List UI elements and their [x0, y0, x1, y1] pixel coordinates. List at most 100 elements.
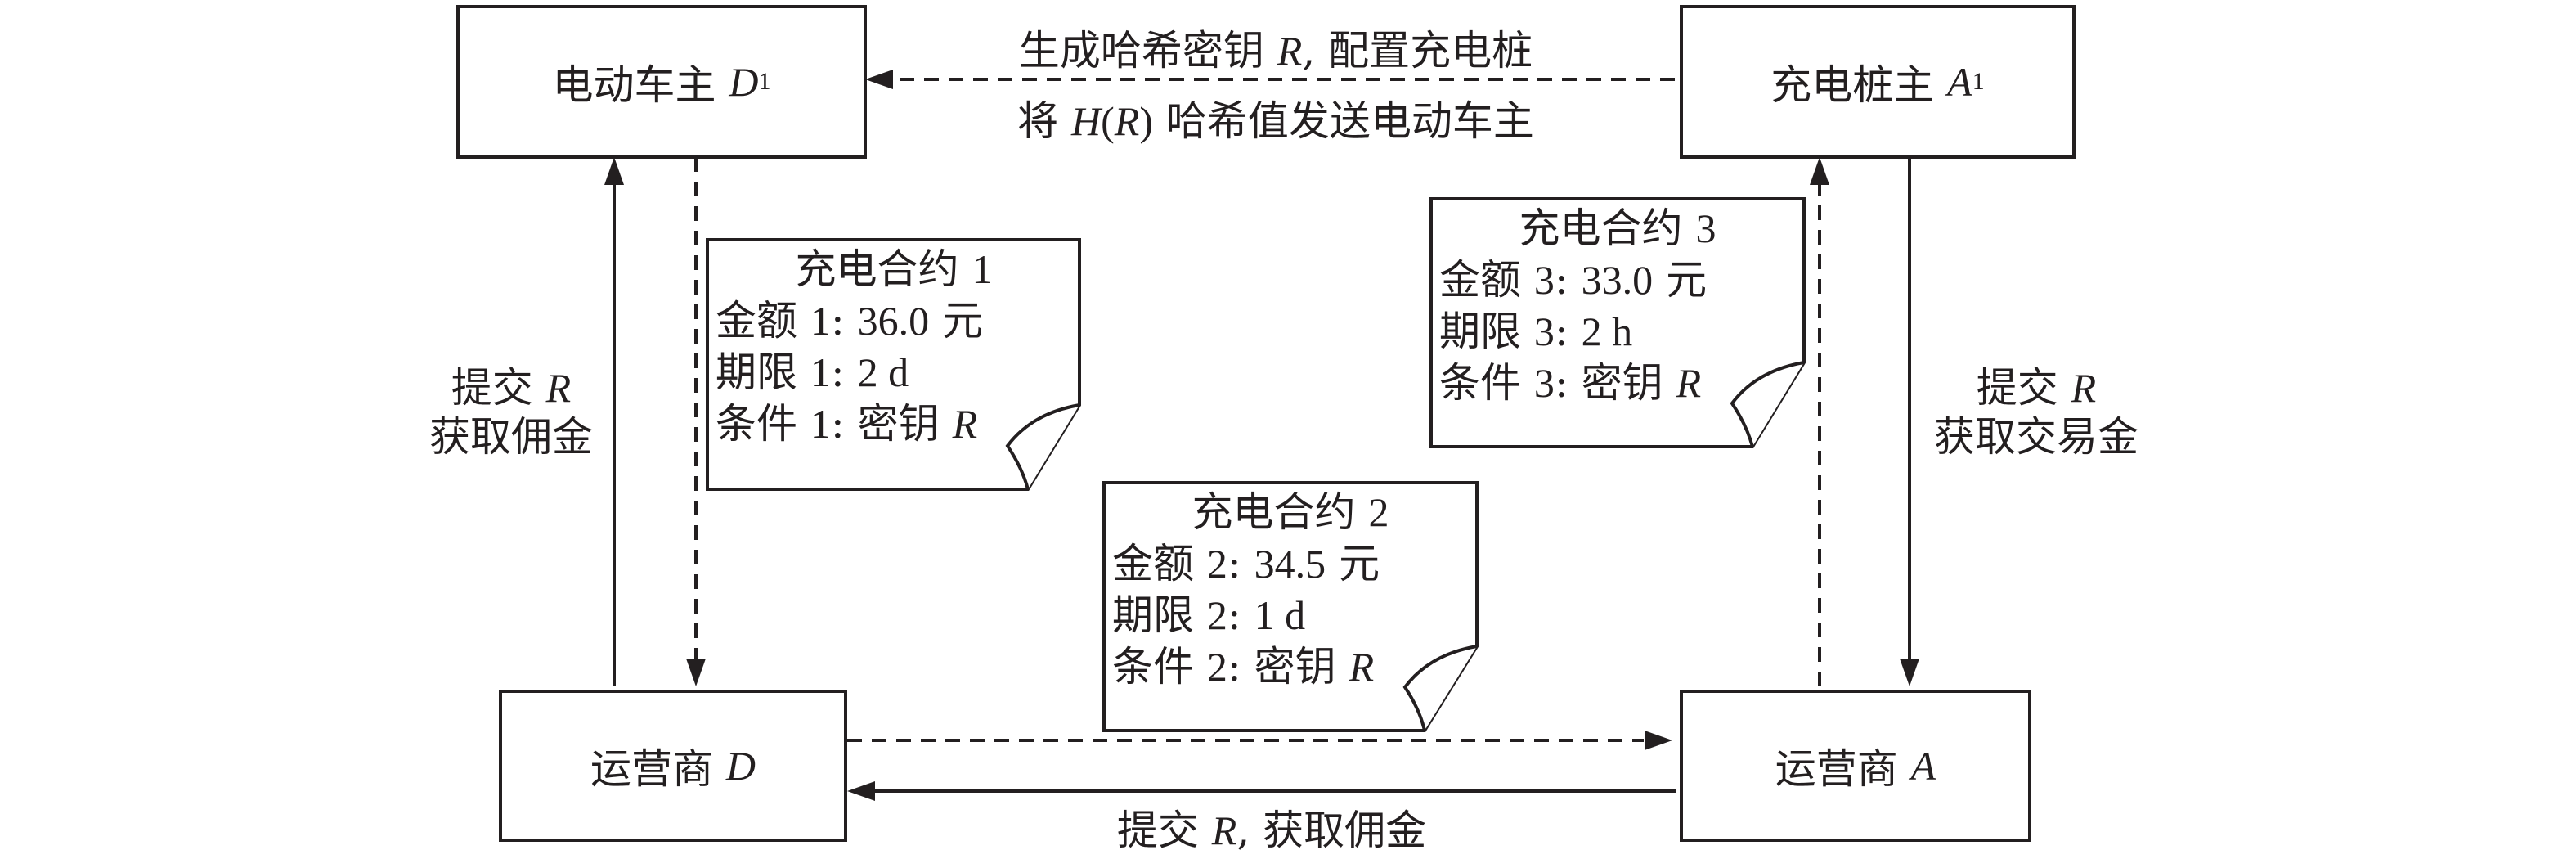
edge-bottom-var: R [1211, 807, 1237, 853]
contract-2-cond-label: 条件 [1112, 643, 1194, 690]
contract-3-title-text: 充电合约 [1519, 205, 1683, 252]
contract-3-term-label: 期限 [1439, 308, 1521, 355]
edge-top-line1-a: 生成哈希密钥 [1018, 27, 1264, 74]
contract-1-cond-label: 条件 [716, 400, 797, 447]
edge-right-line1: 提交 R [1914, 363, 2159, 412]
edge-top-line2-a: 将 [1017, 97, 1059, 145]
contract-2-amount: 金额 2: 34.5 元 [1112, 540, 1380, 587]
contract-3-title: 充电合约 3 [1433, 203, 1802, 254]
edge-left-line1-var: R [545, 365, 572, 411]
contract-1-amount: 金额 1: 36.0 元 [716, 297, 984, 344]
contract-1-term: 期限 1: 2 d [716, 349, 909, 396]
contract-3-amount-unit: 元 [1666, 256, 1708, 304]
contract-2-term-value: 1 d [1254, 592, 1306, 638]
contract-note-3: 充电合约 3 金额 3: 33.0 元 期限 3: 2 h 条件 3: 密钥 R [1433, 203, 1802, 409]
contract-note-2: 充电合约 2 金额 2: 34.5 元 期限 2: 1 d 条件 2: 密钥 R [1106, 487, 1475, 693]
arrowhead-ev-to-d [686, 659, 706, 686]
contract-3-cond-key: 密钥 [1581, 359, 1663, 407]
contract-2-cond-num: 2 [1206, 644, 1227, 690]
arrowhead-right [1900, 659, 1919, 686]
edge-right-line2: 获取交易金 [1934, 413, 2138, 461]
contract-2-cond-key: 密钥 [1254, 643, 1336, 690]
edge-right-label: 提交 R 获取交易金 [1914, 363, 2159, 461]
arrowhead-top [865, 70, 893, 89]
contract-2-amount-label: 金额 [1112, 540, 1194, 587]
contract-2-cond: 条件 2: 密钥 R [1112, 643, 1375, 690]
contract-1-title-text: 充电合约 [795, 245, 959, 293]
edge-left-label: 提交 R 获取佣金 [409, 363, 613, 461]
edge-left-line1: 提交 R [409, 363, 613, 412]
node-operator-a: 运营商 A [1680, 690, 2031, 842]
contract-1-term-label: 期限 [716, 349, 797, 396]
contract-note-1-shape [706, 238, 1081, 491]
contract-note-3-shape [1429, 197, 1806, 448]
edge-top-line2-var: H [1071, 98, 1102, 144]
node-ev-owner-sub: 1 [758, 68, 771, 95]
contract-1-title: 充电合约 1 [709, 244, 1079, 295]
contract-note-2-shape [1102, 481, 1479, 732]
arrowhead-bottom [847, 781, 875, 801]
node-operator-d-var: D [725, 743, 756, 789]
contract-2-term-num: 2 [1206, 592, 1227, 638]
contract-1-cond-key: 密钥 [857, 400, 940, 447]
contract-2-term-label: 期限 [1112, 591, 1194, 639]
contract-1-term-num: 1 [810, 349, 831, 395]
contract-1-cond: 条件 1: 密钥 R [716, 400, 978, 447]
contract-3-term-num: 3 [1533, 308, 1555, 354]
arrowhead-d-to-a [1645, 731, 1672, 750]
contract-3-term-value: 2 h [1581, 308, 1633, 354]
contract-2-amount-unit: 元 [1339, 540, 1380, 587]
edge-top-line2-var2: R [1114, 98, 1140, 144]
contract-3-cond-label: 条件 [1439, 359, 1521, 407]
contract-3-cond-num: 3 [1533, 360, 1555, 406]
edge-right-line1-a: 提交 [1976, 364, 2058, 412]
contract-2-term: 期限 2: 1 d [1112, 591, 1306, 639]
contract-1-amount-value: 36.0 [857, 298, 930, 344]
edge-left-line1-a: 提交 [451, 364, 533, 412]
contract-1-term-value: 2 d [857, 349, 909, 395]
contract-1-amount-num: 1 [810, 298, 831, 344]
contract-3-term: 期限 3: 2 h [1439, 308, 1633, 355]
contract-3-title-num: 3 [1695, 205, 1717, 251]
edge-bottom-a: 提交 [1116, 807, 1199, 854]
node-operator-a-var: A [1910, 743, 1936, 789]
node-pile-owner-sub: 1 [1972, 68, 1985, 95]
node-ev-owner-label: 电动车主 [552, 61, 716, 109]
node-pile-owner-var: A [1947, 59, 1972, 105]
contract-1-cond-num: 1 [810, 401, 831, 447]
contract-3-amount: 金额 3: 33.0 元 [1439, 256, 1708, 304]
arrowhead-left [604, 157, 624, 185]
edge-right-line1-var: R [2071, 365, 2097, 411]
contract-3-amount-value: 33.0 [1581, 257, 1654, 303]
node-operator-a-label: 运营商 [1775, 745, 1898, 793]
contract-2-title-num: 2 [1368, 489, 1389, 535]
contract-2-title-text: 充电合约 [1192, 488, 1356, 536]
edge-top-line1-b: , 配置充电桩 [1302, 27, 1533, 74]
edge-top-line2-paren-open: ( [1101, 98, 1115, 144]
node-operator-d-label: 运营商 [590, 745, 713, 793]
contract-2-amount-num: 2 [1206, 541, 1227, 587]
arrowhead-a-to-pile [1810, 157, 1829, 185]
node-pile-owner-label: 充电桩主 [1770, 61, 1935, 109]
edge-bottom-b: , 获取佣金 [1236, 807, 1427, 854]
contract-3-amount-num: 3 [1533, 257, 1555, 303]
contract-3-amount-label: 金额 [1439, 256, 1521, 304]
arrowheads [604, 70, 1919, 801]
contract-1-amount-unit: 元 [942, 297, 984, 344]
edge-bottom-label: 提交 R, 获取佣金 [871, 806, 1672, 855]
edge-top-label-line1: 生成哈希密钥 R, 配置充电桩 [883, 26, 1668, 75]
edge-top-label-line2: 将 H(R) 哈希值发送电动车主 [883, 97, 1668, 146]
contract-2-cond-var: R [1349, 644, 1375, 690]
contract-3-cond: 条件 3: 密钥 R [1439, 359, 1702, 407]
contract-2-title: 充电合约 2 [1106, 487, 1475, 538]
contract-1-cond-var: R [952, 401, 978, 447]
edge-top-line2-paren-close: ) [1139, 98, 1153, 144]
edge-top-line2-b: 哈希值发送电动车主 [1165, 97, 1534, 145]
edge-left-line2: 获取佣金 [429, 413, 593, 461]
contract-note-1: 充电合约 1 金额 1: 36.0 元 期限 1: 2 d 条件 1: 密钥 R [709, 244, 1079, 450]
node-ev-owner-var: D [729, 59, 759, 105]
contract-1-title-num: 1 [972, 246, 993, 292]
